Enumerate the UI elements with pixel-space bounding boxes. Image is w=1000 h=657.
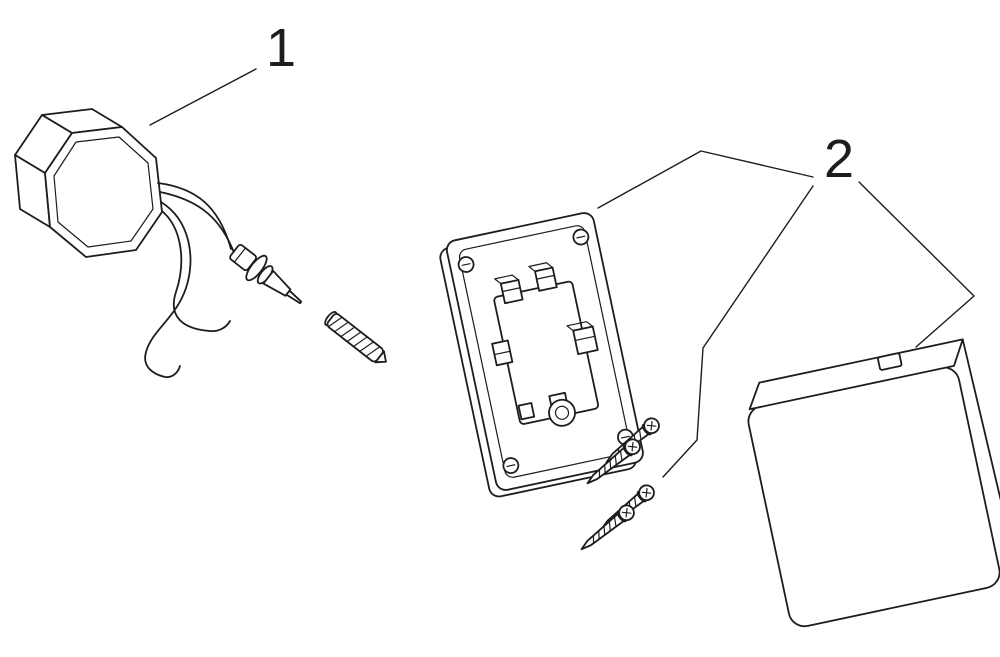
plate-clips	[491, 262, 599, 421]
callout-2-label: 2	[824, 129, 854, 189]
clip-right-3d	[566, 321, 594, 332]
callout-2-leader-to-screws	[662, 185, 814, 478]
corner-hole-bottom-right-slot	[620, 435, 630, 439]
callout-1-leader-line	[149, 68, 257, 126]
wire-to-probe-2	[159, 191, 237, 259]
power-box-front-rim	[53, 136, 154, 248]
loose-wire-2	[161, 210, 231, 333]
power-box-front-face	[44, 126, 163, 258]
probe-flange-large	[245, 254, 268, 282]
cable-wires-drawing	[144, 182, 237, 379]
cover-drawing	[747, 338, 1000, 628]
anchor-threads	[327, 316, 381, 357]
plate-front-face	[445, 212, 644, 491]
corner-hole-top-left-slot	[461, 263, 471, 266]
clip-left-line	[493, 350, 511, 356]
cover-right-edge	[961, 338, 1000, 585]
loose-wire-1	[144, 201, 192, 379]
corner-hole-bottom-left-slot	[506, 464, 516, 468]
clip-top-left	[499, 279, 524, 305]
plate-inner-rim	[458, 225, 631, 478]
mounting-plate-drawing	[439, 212, 644, 498]
part-1-assembly: 1	[14, 18, 387, 379]
clip-top-left-3d	[494, 274, 520, 285]
clip-right	[572, 325, 599, 356]
callout-2-leader-to-cover	[858, 181, 975, 348]
clip-right-line	[574, 335, 596, 342]
probe-cone	[262, 270, 292, 297]
cover-front-face	[747, 366, 1000, 628]
callout-2-leader-to-plate	[597, 150, 814, 209]
anchor-tip	[374, 350, 387, 364]
power-box-drawing	[14, 108, 163, 258]
plate-screw-boss-hole	[554, 405, 570, 420]
part-2-assembly: 2	[439, 129, 1000, 628]
clip-top-right-3d	[528, 262, 554, 272]
plate-screw-boss	[548, 398, 576, 427]
probe-connector-drawing	[229, 243, 303, 305]
probe-body-line	[233, 247, 247, 263]
callout-1-label: 1	[266, 18, 296, 78]
wire-to-probe-1	[157, 182, 232, 250]
threaded-anchor-drawing	[324, 311, 387, 364]
clip-top-right-line	[536, 274, 555, 280]
clip-top-left-line	[501, 287, 521, 293]
cover-top-notch	[877, 352, 903, 371]
anchor-body	[326, 313, 384, 363]
tab-bottom-left	[517, 402, 536, 421]
screw-4	[575, 501, 638, 556]
probe-tip	[285, 289, 303, 305]
plate-corner-holes	[457, 228, 634, 474]
corner-hole-top-right-slot	[576, 235, 586, 239]
clip-top-right	[534, 266, 558, 292]
